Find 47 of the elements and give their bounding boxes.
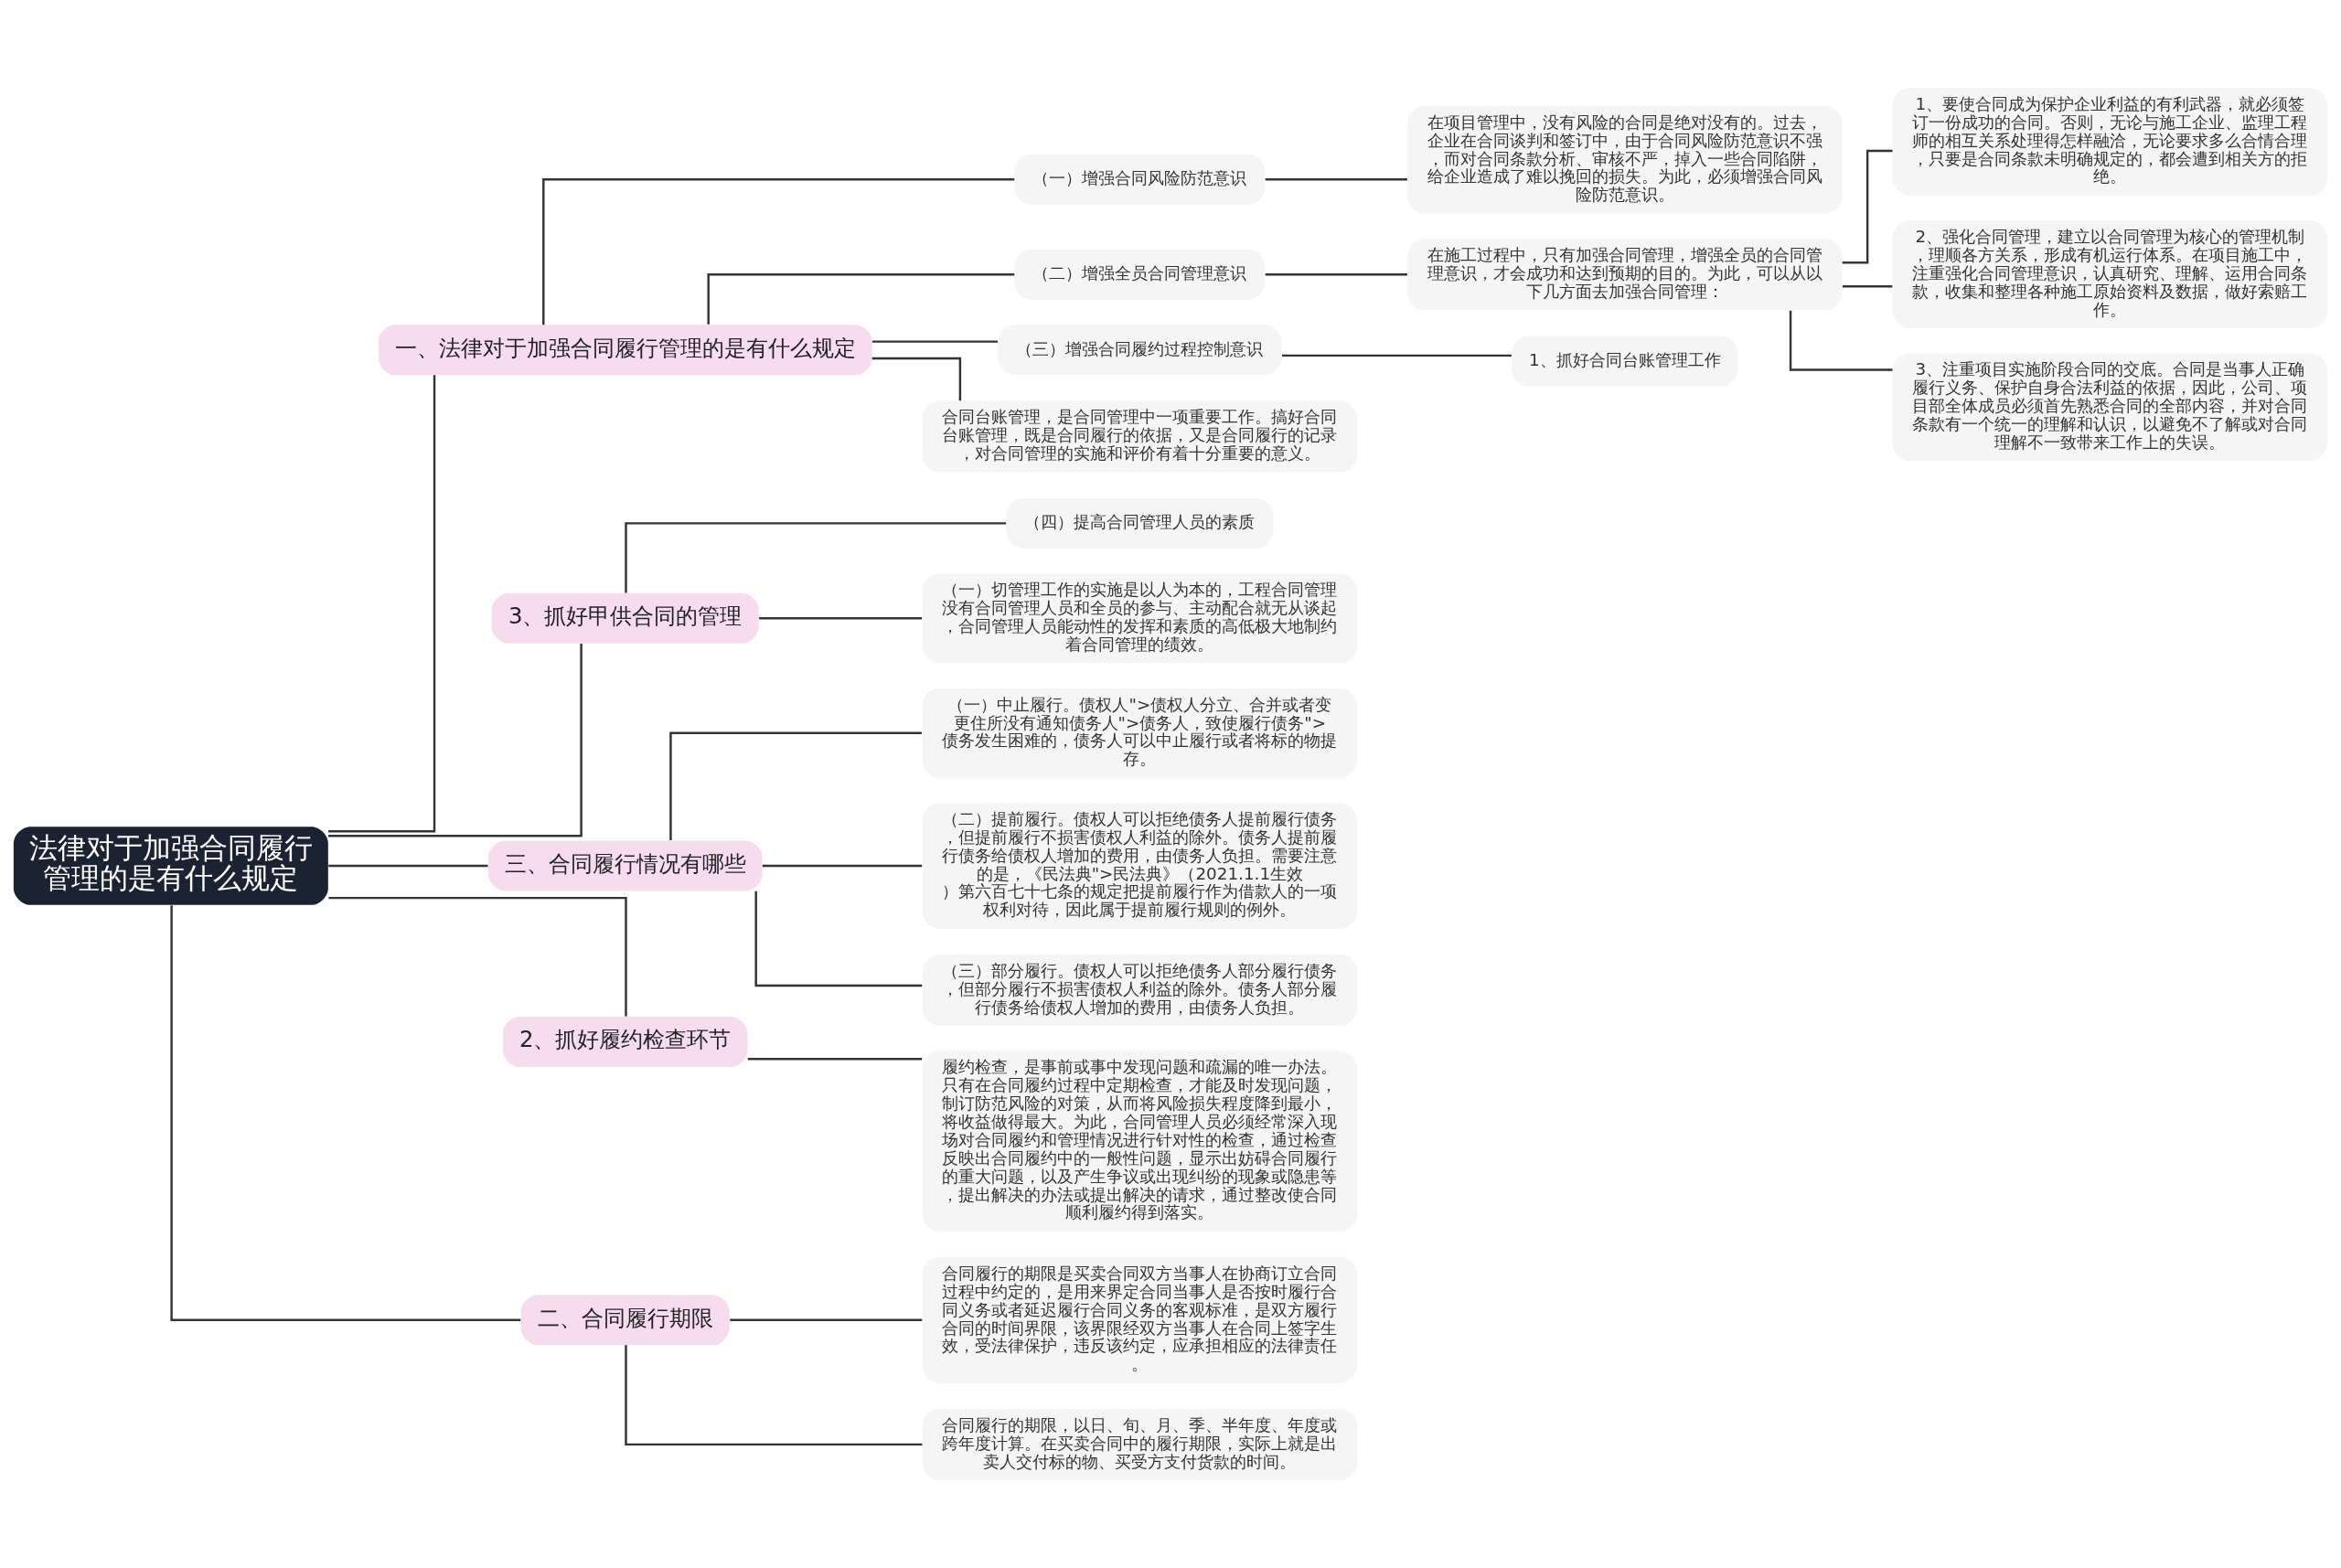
connector	[762, 864, 923, 868]
connector	[170, 905, 521, 1322]
node-box: 3、注重项目实施阶段合同的交底。合同是当事人正确履行义务、保护自身合法利益的依据，因此，公司、项目部全体成员必须首先熟悉合同的全部内容，并对合同条款有一个统一的理解和认识，以避免不了解或对合同理解不一致带来工作上的失误。	[1892, 353, 2328, 462]
node-box: （四）提高合同管理人员的素质	[1006, 497, 1274, 549]
connector	[328, 864, 488, 868]
node-box: （三）增强合同履约过程控制意识	[998, 325, 1282, 376]
connector	[747, 1058, 923, 1061]
node-box: 履约检查，是事前或事中发现问题和疏漏的唯一办法。只有在合同履约过程中定期检查，才能及时发现问题，制订防范风险的对策，从而将风险损失程度降到最小，将收益做得最大。为此，合同管理人员必须经常深入现场对合同履约和管理情况进行针对性的检查，通过检查反映出合同履约中的一般性问题，显示出妨碍合同履行的重大问题，以及产生争议或出现纠纷的现象或隐患等，提出解决的办法或提出解决的请求，通过整改使合同顺利履约得到落实。	[922, 1051, 1358, 1232]
connector	[1265, 178, 1407, 181]
connector	[625, 1345, 923, 1446]
node-box: 1、要使合同成为保护企业利益的有利武器，就必须签订一份成功的合同。否则，无论与施工企业、监理工程师的相互关系处理得怎样融洽，无论要求多么合情合理，只要是合同条款未明确规定的，都会遭到相关方的拒绝。	[1892, 88, 2328, 196]
node-box: （一）切管理工作的实施是以人为本的，工程合同管理没有合同管理人员和全员的参与、主动配合就无从谈起，合同管理人员能动性的发挥和素质的高低极大地制约着合同管理的绩效。	[922, 573, 1358, 664]
connector	[1842, 149, 1893, 264]
connector	[707, 273, 1015, 325]
connector	[542, 178, 1015, 325]
node-box: 1、抓好合同台账管理工作	[1512, 336, 1738, 387]
node-box: 在项目管理中，没有风险的合同是绝对没有的。过去，企业在合同谈判和签订中，由于合同风险防范意识不强，而对合同条款分析、审核不严，掉入一些合同陷阱，给企业造成了难以挽回的损失。为此，必须增强合同风险防范意识。	[1407, 106, 1843, 214]
node-box: 2、抓好履约检查环节	[502, 1017, 748, 1068]
connector	[328, 644, 583, 837]
connector	[1281, 354, 1512, 357]
node-box: 二、合同履行期限	[520, 1295, 730, 1346]
node-box: 法律对于加强合同履行管理的是有什么规定	[13, 827, 328, 905]
node-box: 合同履行的期限是买卖合同双方当事人在协商订立合同过程中约定的，是用来界定合同当事人是否按时履行合同义务或者延迟履行合同义务的客观标准，是双方履行合同的时间界限，该界限经双方当事人在合同上签字生效，受法律保护，违反该约定，应承担相应的法律责任。	[922, 1257, 1358, 1383]
node-box: （一）中止履行。债权人">债权人分立、合并或者变更住所没有通知债务人">债务人，致使履行债务">债务发生困难的，债务人可以中止履行或者将标的物提存。	[922, 688, 1358, 778]
connector	[328, 896, 627, 1017]
connector	[759, 617, 923, 620]
connector	[871, 357, 962, 401]
connector	[871, 340, 999, 343]
node-box: 三、合同履行情况有哪些	[487, 840, 763, 891]
node-box: 2、强化合同管理，建立以合同管理为核心的管理机制，理顺各方关系，形成有机运行体系。在项目施工中，注重强化合同管理意识，认真研究、理解、运用合同条款，收集和整理各种施工原始资料及数据，做好索赔工作。	[1892, 220, 2328, 329]
node-box: （一）增强合同风险防范意识	[1014, 154, 1266, 205]
connector	[730, 1318, 923, 1322]
node-box: 在施工过程中，只有加强合同管理，增强全员的合同管理意识，才会成功和达到预期的目的。为此，可以从以下几方面去加强合同管理：	[1407, 239, 1843, 311]
connector	[1789, 310, 1893, 371]
node-box: 一、法律对于加强合同履行管理的是有什么规定	[378, 325, 872, 376]
node-box: （三）部分履行。债权人可以拒绝债务人部分履行债务，但部分履行不损害债权人利益的除外。债务人部分履行债务给债权人增加的费用，由债务人负担。	[922, 955, 1358, 1026]
connector	[669, 731, 922, 840]
connector	[1265, 273, 1407, 276]
connector	[754, 891, 923, 987]
connector	[625, 522, 1007, 593]
node-box: 3、抓好甲供合同的管理	[491, 592, 759, 644]
node-box: 合同台账管理，是合同管理中一项重要工作。搞好合同台账管理，既是合同履行的依据，又是合同履行的记录，对合同管理的实施和评价有着十分重要的意义。	[922, 400, 1358, 473]
node-box: （二）提前履行。债权人可以拒绝债务人提前履行债务，但提前履行不损害债权人利益的除外。债务人提前履行债务给债权人增加的费用，由债务人负担。需要注意的是，《民法典">民法典》（2021.1.1生效）第六百七十七条的规定把提前履行作为借款人的一项权利对待，因此属于提前履行规则的例外。	[922, 803, 1358, 929]
node-box: （二）增强全员合同管理意识	[1014, 249, 1266, 300]
connector	[1843, 285, 1893, 288]
node-box: 合同履行的期限，以日、旬、月、季、半年度、年度或跨年度计算。在买卖合同中的履行期限，实际上就是出卖人交付标的物、买受方支付货款的时间。	[922, 1408, 1358, 1480]
connector	[328, 375, 436, 833]
